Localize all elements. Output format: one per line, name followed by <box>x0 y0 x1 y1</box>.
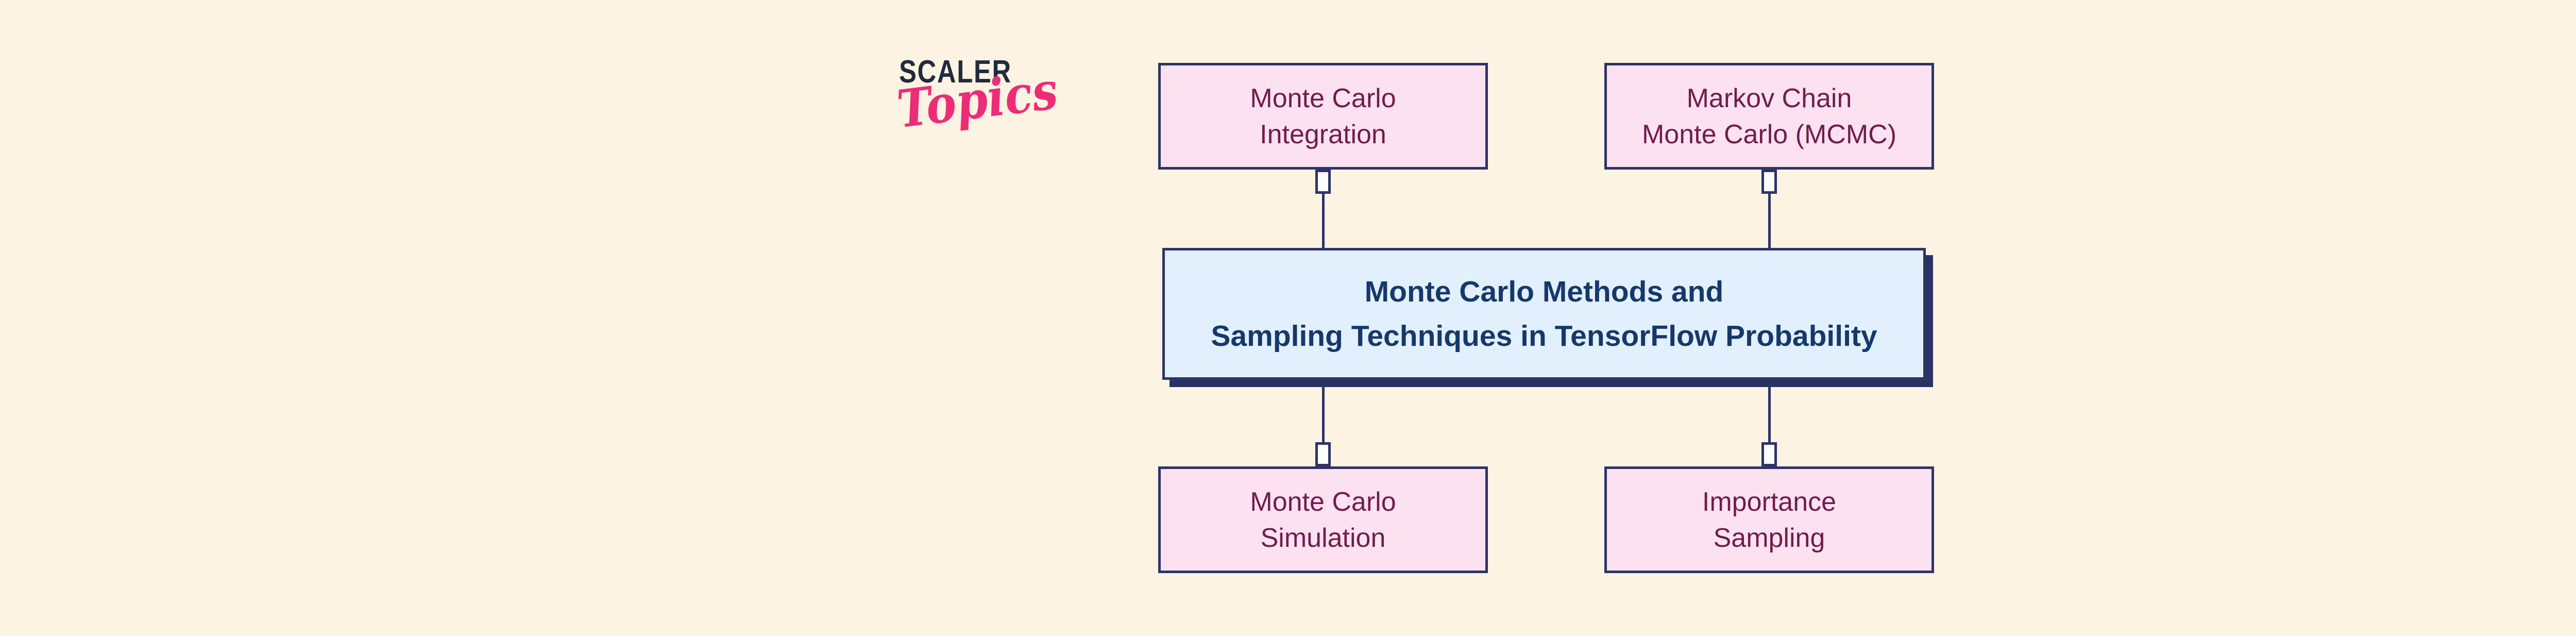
node-label-line: Monte Carlo <box>1250 487 1396 517</box>
connector-stub-bottom-left <box>1315 442 1331 466</box>
connector-stub-bottom-right <box>1761 442 1777 466</box>
node-label-line: Simulation <box>1260 523 1386 553</box>
node-label-line: Monte Carlo (MCMC) <box>1641 119 1897 149</box>
node-monte-carlo-simulation: Monte Carlo Simulation <box>1158 466 1488 573</box>
node-label-line: Importance <box>1702 487 1837 517</box>
node-monte-carlo-integration: Monte Carlo Integration <box>1158 63 1488 170</box>
connector-line-bottom-left <box>1322 387 1325 443</box>
node-markov-chain-monte-carlo: Markov Chain Monte Carlo (MCMC) <box>1604 63 1934 170</box>
central-title-line: Monte Carlo Methods and <box>1364 275 1724 308</box>
connector-line-top-right <box>1768 193 1771 248</box>
logo-scaler-wordmark: SCALER <box>899 54 1012 90</box>
scaler-topics-logo: SCALER Topics <box>894 49 1061 173</box>
central-title-line: Sampling Techniques in TensorFlow Probab… <box>1211 320 1877 353</box>
node-importance-sampling: Importance Sampling <box>1604 466 1934 573</box>
node-label-line: Monte Carlo <box>1250 83 1396 113</box>
connector-stub-top-right <box>1761 170 1777 194</box>
central-title-box: Monte Carlo Methods and Sampling Techniq… <box>1162 248 1926 380</box>
node-label-line: Sampling <box>1713 523 1825 553</box>
node-label-line: Markov Chain <box>1686 83 1852 113</box>
connector-line-top-left <box>1322 193 1325 248</box>
connector-line-bottom-right <box>1768 387 1771 443</box>
connector-stub-top-left <box>1315 170 1331 194</box>
node-label-line: Integration <box>1260 119 1386 149</box>
